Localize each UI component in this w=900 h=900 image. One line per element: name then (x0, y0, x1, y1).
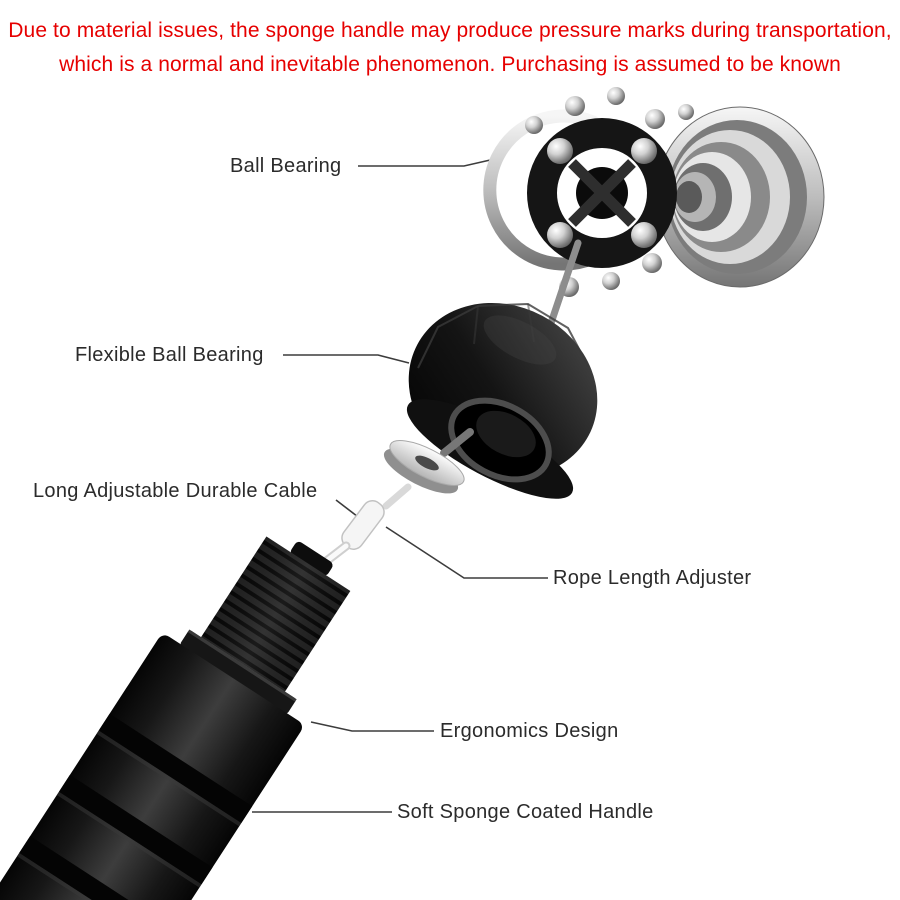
label-ergonomics: Ergonomics Design (440, 720, 619, 742)
label-ball-bearing: Ball Bearing (230, 155, 342, 177)
ball-bearing-assembly (483, 87, 825, 297)
sponge-grooves (17, 713, 253, 900)
handle (0, 536, 351, 900)
c-ring (483, 109, 600, 271)
bearing-cup (655, 106, 825, 288)
label-sponge-handle: Soft Sponge Coated Handle (397, 801, 654, 823)
bearing-ball (631, 138, 657, 164)
label-cable: Long Adjustable Durable Cable (33, 480, 318, 502)
bearing-ball (547, 222, 573, 248)
leader-lines (252, 157, 548, 813)
label-rope-length-adjuster: Rope Length Adjuster (553, 567, 752, 589)
leader-rope-length-adjuster (385, 526, 548, 579)
bearing-ball (631, 222, 657, 248)
washer (383, 440, 465, 494)
warning-text: Due to material issues, the sponge handl… (0, 14, 900, 82)
flexible-ball-bearing-cap (406, 239, 598, 499)
bearing-cage (527, 118, 677, 268)
leader-ergonomics (310, 721, 434, 732)
handle-tip (290, 541, 333, 576)
loose-balls (525, 87, 694, 297)
axle-pin (544, 239, 582, 336)
warning-line-2: which is a normal and inevitable phenome… (59, 53, 841, 76)
label-flexible-ball-bearing: Flexible Ball Bearing (75, 344, 264, 366)
handle-collar (180, 630, 296, 714)
leader-flexible-ball-bearing (283, 354, 410, 364)
warning-line-1: Due to material issues, the sponge handl… (8, 19, 892, 42)
leader-ball-bearing (358, 157, 500, 167)
bearing-ball (547, 138, 573, 164)
handle-body (0, 635, 302, 900)
cable-and-adjuster (315, 428, 474, 571)
